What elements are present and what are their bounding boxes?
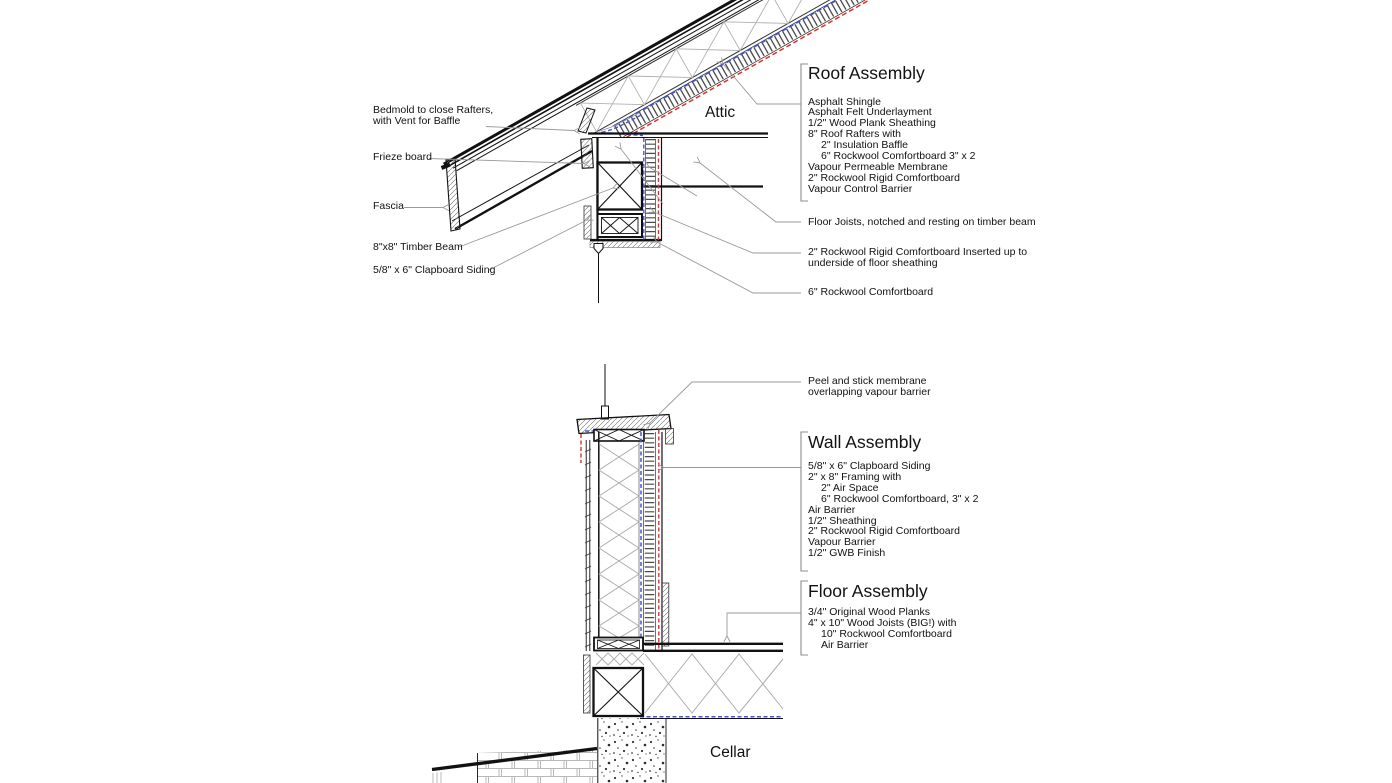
leader-frieze — [428, 158, 591, 168]
annotation-peel-stick-line2: overlapping vapour barrier — [808, 386, 931, 398]
layer-item: 3/4" Original Wood Planks — [808, 606, 931, 618]
layer-item: 4" x 10" Wood Joists (BIG!) with — [808, 616, 957, 629]
below-grade-cribbing — [477, 749, 597, 783]
leader-floor-assembly — [723, 612, 801, 643]
leader-comfortboard6 — [650, 236, 801, 294]
clapboard-siding-eave — [583, 205, 592, 240]
rim-rigid-board — [661, 582, 670, 647]
floor-batt-insulation — [644, 653, 784, 714]
layer-item: 5/8" x 6" Clapboard Siding — [808, 460, 931, 472]
leader-timber-beam — [458, 182, 620, 248]
joist-blocking — [596, 213, 643, 238]
layer-item: 10" Rockwool Comfortboard — [821, 627, 952, 640]
concrete-foundation — [598, 718, 666, 783]
clapboard-ticks — [584, 448, 592, 648]
insulation-baffle-curve — [600, 114, 642, 134]
wall-detail — [576, 364, 674, 652]
layer-item: 1/2" Sheathing — [808, 514, 877, 527]
layer-item: Asphalt Felt Underlayment — [808, 106, 932, 119]
leader-peel-stick — [643, 381, 801, 430]
vapour-control-barrier-line — [625, 0, 881, 139]
leader-clapboard — [488, 214, 594, 271]
leader-floor-joists — [693, 156, 801, 223]
layer-item: 2" Rockwool Rigid Comfortboard — [808, 525, 960, 538]
label-clapboard-siding: 5/8" x 6" Clapboard Siding — [373, 264, 496, 276]
layer-item: 2" Air Space — [821, 481, 879, 494]
bracket-roof-assembly — [800, 63, 808, 202]
annotation-floor-joists: Floor Joists, notched and resting on tim… — [808, 216, 1036, 228]
bracket-floor-assembly — [800, 580, 808, 656]
area-label-cellar: Cellar — [710, 744, 751, 761]
area-label-attic: Attic — [705, 104, 736, 121]
layer-item: Asphalt Shingle — [808, 95, 881, 108]
layer-item: Air Barrier — [808, 503, 856, 516]
wall-assembly-title: Wall Assembly — [808, 432, 922, 452]
roof-slope-drawing — [443, 0, 881, 172]
fascia-board — [445, 157, 461, 232]
roof-assembly-title: Roof Assembly — [808, 63, 925, 83]
layer-item: 1/2" Wood Plank Sheathing — [808, 117, 936, 130]
leader-rigid-insert — [647, 206, 801, 254]
floor-assembly-title: Floor Assembly — [808, 581, 928, 601]
label-bedmold-line2: with Vent for Baffle — [373, 115, 461, 127]
layer-item: 2" Rockwool Rigid Comfortboard — [808, 171, 960, 184]
layer-item: Vapour Barrier — [808, 536, 876, 549]
layer-item: 6" Rockwool Comfortboard 3" x 2 — [821, 150, 976, 163]
section-break-pendant — [593, 243, 604, 255]
grade-line — [431, 746, 598, 772]
annotation-rigid-insert-line1: 2" Rockwool Rigid Comfortboard Inserted … — [808, 246, 1028, 258]
wall-batt-insulation — [598, 443, 640, 651]
label-fascia: Fascia — [373, 200, 404, 212]
bedmold-board — [577, 107, 596, 134]
layer-item: Vapour Control Barrier — [808, 182, 913, 195]
layer-item: 8" Roof Rafters with — [808, 128, 902, 141]
label-frieze-board: Frieze board — [373, 151, 432, 163]
annotation-comfortboard6: 6" Rockwool Comfortboard — [808, 286, 934, 298]
layer-item: Air Barrier — [821, 638, 869, 651]
layer-item: Vapour Permeable Membrane — [808, 160, 948, 173]
floor-detail — [431, 642, 784, 783]
floor-assembly-layers: 3/4" Original Wood Planks 4" x 10" Wood … — [808, 607, 956, 651]
label-bedmold-line1: Bedmold to close Rafters, — [373, 104, 494, 116]
wall-top-plate — [593, 428, 645, 442]
annotation-rigid-insert-line2: underside of floor sheathing — [808, 257, 938, 269]
layer-item: 2" Insulation Baffle — [821, 139, 909, 152]
text-brackets — [800, 63, 808, 656]
label-timber-beam: 8"x8" Timber Beam — [373, 241, 463, 253]
rafter-truss-bracing — [579, 0, 821, 132]
leader-lines — [404, 57, 801, 643]
bracket-wall-assembly — [800, 431, 808, 572]
annotation-peel-stick-line1: Peel and stick membrane — [808, 375, 927, 387]
vapour-permeable-membrane-line — [614, 0, 874, 127]
wall-assembly-layers: 5/8" x 6" Clapboard Siding 2" x 8" Frami… — [808, 461, 978, 559]
roof-assembly-layers: Asphalt Shingle Asphalt Felt Underlaymen… — [808, 95, 976, 195]
leader-roof-assembly — [716, 57, 801, 105]
layer-item: 6" Rockwool Comfortboard, 3" x 2 — [821, 492, 979, 505]
eave-detail — [440, 107, 768, 303]
layer-item: 1/2" GWB Finish — [808, 547, 886, 560]
leader-bedmold — [485, 126, 581, 135]
layer-item: 2" x 8" Framing with — [808, 470, 902, 483]
